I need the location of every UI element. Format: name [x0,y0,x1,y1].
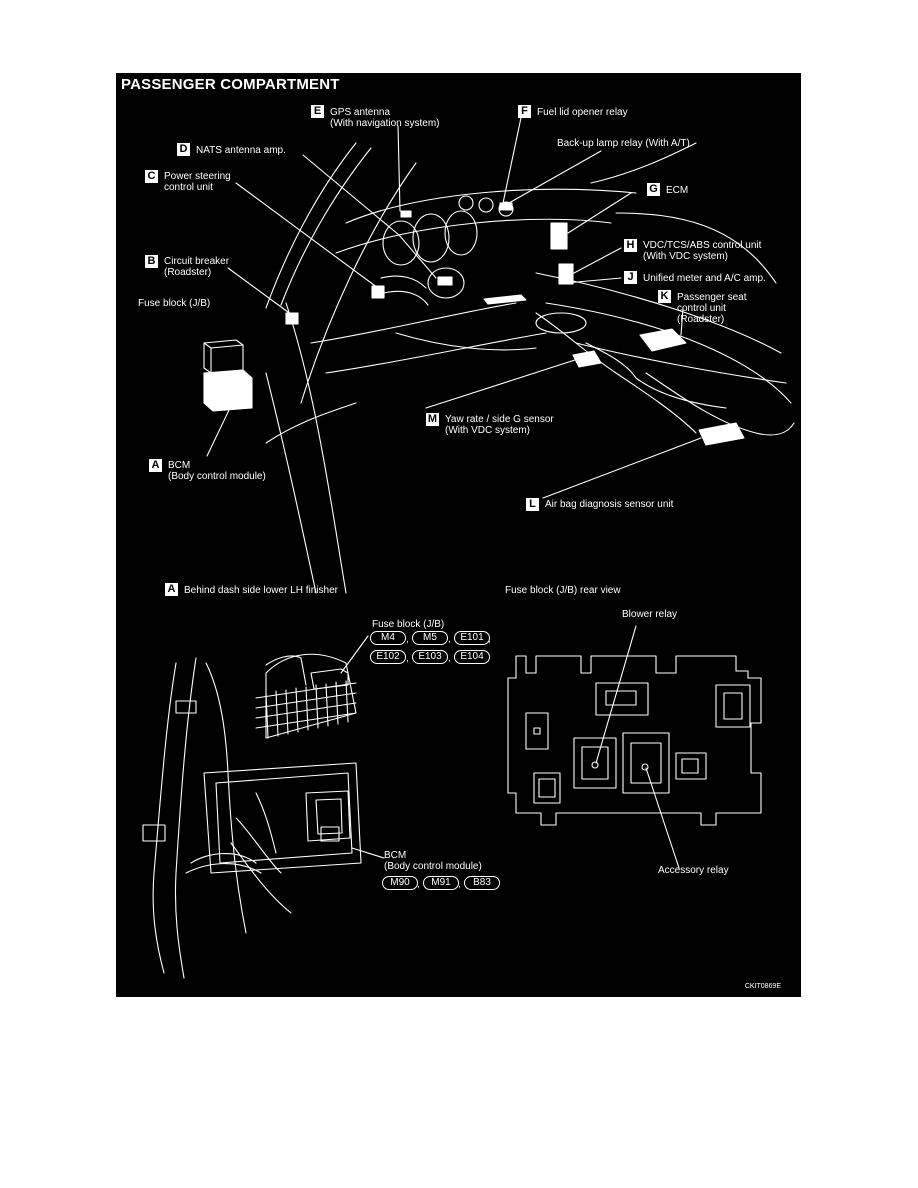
callout-passenger-seat: Passenger seat [677,292,747,303]
comma: , [406,634,409,645]
connector-m90: M90 [382,876,418,890]
callout-letter-l: L [526,498,539,511]
accessory-relay-label: Accessory relay [658,865,729,876]
callout-backup-lamp-relay: Back-up lamp relay (With A/T) [557,138,690,149]
detail-right-heading: Fuse block (J/B) rear view [505,585,621,596]
connector-m4: M4 [370,631,406,645]
callout-passenger-seat-sub: control unit [677,303,726,314]
callout-passenger-seat-sub2: (Roadster) [677,314,725,325]
detail-bcm-sub: (Body control module) [384,861,482,872]
callout-airbag-unit: Air bag diagnosis sensor unit [545,499,674,510]
callout-letter-e: E [311,105,324,118]
callout-bcm-sub: (Body control module) [168,471,266,482]
callout-power-steering: Power steering [164,171,231,182]
detail-fuse-label: Fuse block (J/B) [372,619,445,630]
connector-e104: E104 [454,650,490,664]
callout-gps-antenna: GPS antenna [330,107,391,118]
page-title: PASSENGER COMPARTMENT [121,76,340,93]
figure-code: CKIT0869E [744,983,781,990]
callout-yaw-sensor: Yaw rate / side G sensor [445,414,554,425]
blower-relay-label: Blower relay [622,609,678,620]
comma: , [448,653,451,664]
callout-circuit-breaker: Circuit breaker [164,256,230,267]
callout-letter-b: B [145,255,158,268]
callout-power-steering-sub: control unit [164,182,213,193]
callout-letter-j: J [624,271,637,284]
detail-left-heading: Behind dash side lower LH finisher [184,585,338,596]
callout-letter-k: K [658,290,671,303]
fuse-block-rear-illustration [507,625,762,869]
connector-m5: M5 [412,631,448,645]
callout-unified-meter: Unified meter and A/C amp. [643,273,766,284]
callout-nats-antenna: NATS antenna amp. [196,145,286,156]
comma: , [488,634,491,645]
connector-m91: M91 [423,876,459,890]
comma: , [417,879,420,890]
callout-letter-h: H [624,239,637,252]
callout-vdc-unit-sub: (With VDC system) [643,251,728,262]
detail-letter-a: A [165,583,178,596]
dashboard-illustration [203,112,795,594]
comma: , [406,653,409,664]
fuse-block-bcm-illustration [142,635,385,979]
callout-letter-a: A [149,459,162,472]
callout-letter-c: C [145,170,158,183]
diagram-panel: PASSENGER COMPARTMENT E GPS antenna (Wit… [116,73,801,997]
callout-fuel-lid-relay: Fuel lid opener relay [537,107,628,118]
comma: , [458,879,461,890]
callout-gps-antenna-sub: (With navigation system) [330,118,440,129]
connector-e102: E102 [370,650,406,664]
connector-b83: B83 [464,876,500,890]
comma: , [448,634,451,645]
connector-e101: E101 [454,631,490,645]
callout-yaw-sensor-sub: (With VDC system) [445,425,530,436]
callout-letter-d: D [177,143,190,156]
callout-letter-g: G [647,183,660,196]
callout-vdc-unit: VDC/TCS/ABS control unit [643,240,762,251]
connector-e103: E103 [412,650,448,664]
callout-letter-m: M [426,413,439,426]
detail-bcm-label: BCM [384,850,407,861]
callout-circuit-breaker-sub: (Roadster) [164,267,212,278]
line-art [142,112,795,979]
callout-ecm: ECM [666,185,689,196]
callout-letter-f: F [518,105,531,118]
callout-bcm: BCM [168,460,191,471]
callout-fuse-block: Fuse block (J/B) [138,298,211,309]
